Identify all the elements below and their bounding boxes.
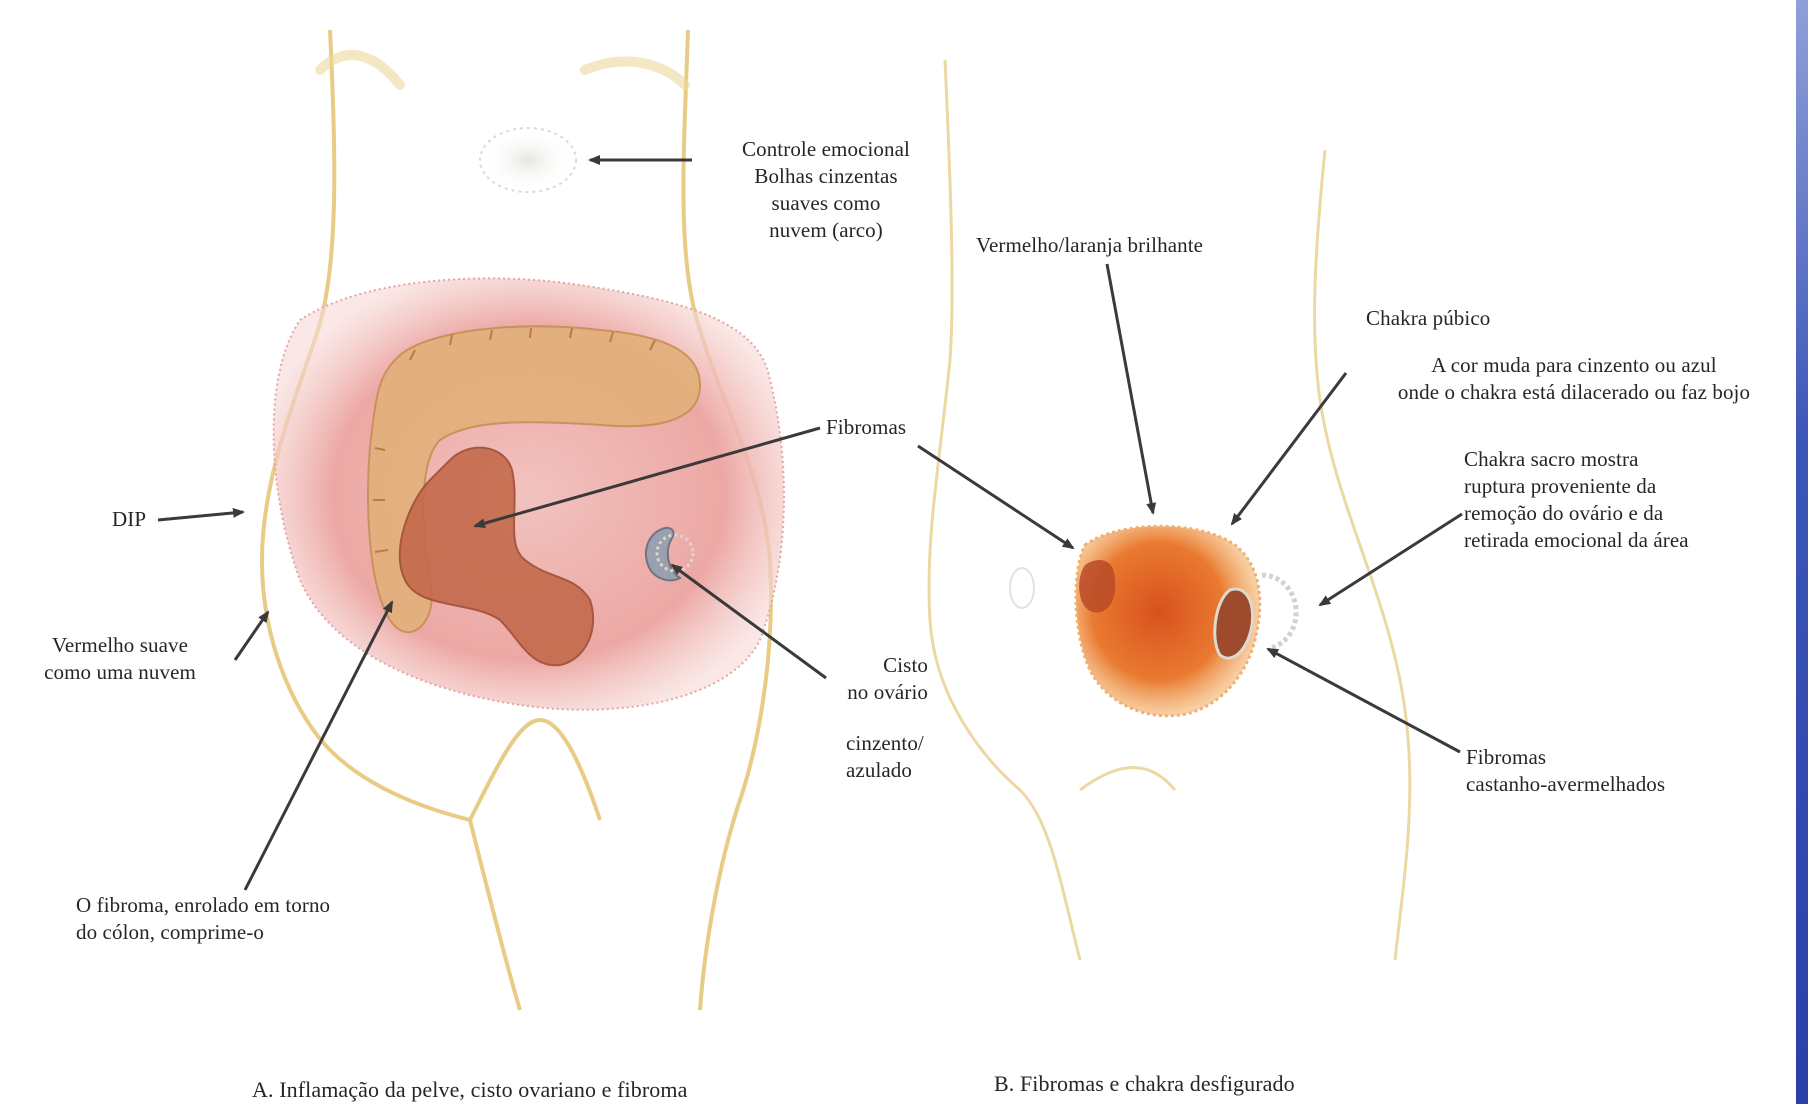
arrow-icon: [918, 446, 1073, 548]
label-bright-red-orange: Vermelho/laranja brilhante: [976, 232, 1203, 259]
label-dip: DIP: [112, 506, 146, 533]
label-gray-bluish: cinzento/ azulado: [846, 730, 924, 784]
caption-a: A. Inflamação da pelve, cisto ovariano e…: [252, 1076, 687, 1103]
body-outline-a-crotch: [470, 720, 600, 820]
navel: [1010, 568, 1034, 608]
arrow-icon: [245, 602, 392, 890]
label-soft-red: Vermelho suave como uma nuvem: [10, 632, 230, 686]
fibroid-b-left: [1079, 560, 1115, 612]
arrow-icon: [158, 512, 243, 520]
arrow-icon: [235, 612, 268, 660]
arrow-icon: [1320, 514, 1462, 605]
label-reddish-brown-fibroids: Fibromas castanho-avermelhados: [1466, 744, 1665, 798]
label-sacral-chakra-rupture: Chakra sacro mostra ruptura proveniente …: [1464, 446, 1689, 554]
label-ovary-cyst: Cisto no ovário: [826, 652, 928, 706]
torn-chakra-edge: [1262, 575, 1296, 648]
caption-b: B. Fibromas e chakra desfigurado: [994, 1070, 1295, 1097]
arrow-icon: [1107, 264, 1153, 513]
edge-decoration-bar: [1796, 0, 1808, 1104]
label-emotional-control: Controle emocional Bolhas cinzentas suav…: [706, 136, 946, 244]
body-outline-a-shoulder-right: [585, 62, 685, 85]
label-pubic-chakra: Chakra púbico: [1366, 305, 1490, 332]
label-fibroid-colon: O fibroma, enrolado em torno do cólon, c…: [76, 892, 330, 946]
body-outline-b-crotch: [1080, 768, 1175, 791]
body-outline-b-left: [929, 60, 1080, 960]
label-fibroids-center: Fibromas: [826, 414, 906, 441]
arrow-icon: [1268, 649, 1460, 752]
emotional-cloud: [480, 128, 576, 192]
figure-b: [929, 60, 1410, 960]
label-color-change: A cor muda para cinzento ou azul onde o …: [1344, 352, 1804, 406]
